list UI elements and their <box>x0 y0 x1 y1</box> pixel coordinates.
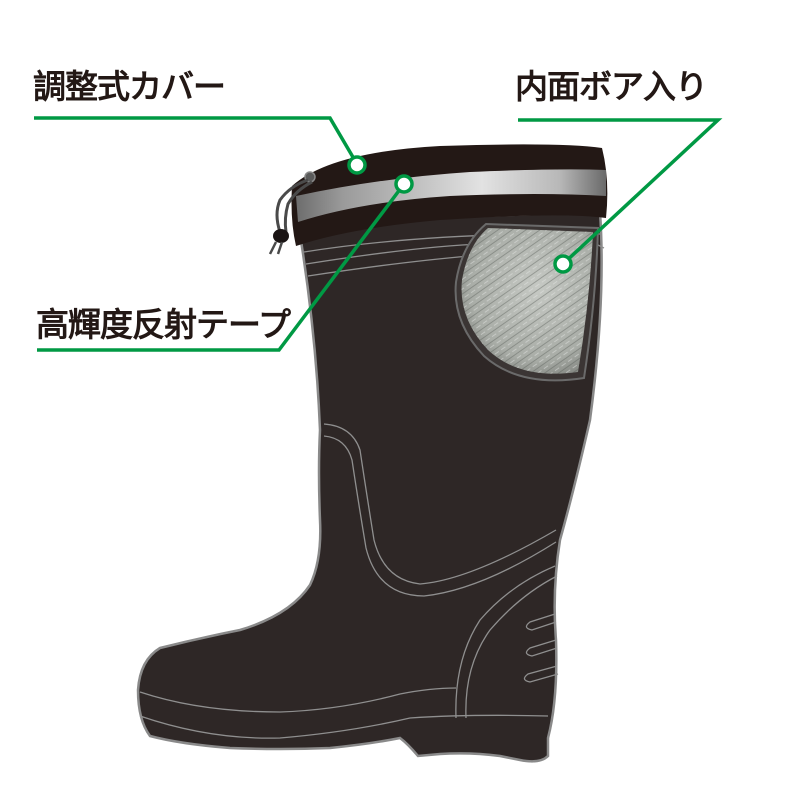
adjustable-cover <box>268 144 608 255</box>
callout-dot-cover <box>347 155 367 175</box>
callout-label-fleece-lining: 内面ボア入り <box>515 67 708 106</box>
reflective-tape <box>296 169 606 222</box>
cord-stopper <box>273 229 289 243</box>
callout-lines <box>34 116 723 352</box>
callout-label-reflective-tape: 高輝度反射テープ <box>36 305 291 344</box>
fleece-lining <box>454 222 600 382</box>
callout-line-tape <box>37 182 406 352</box>
callout-line-fleece <box>518 118 723 266</box>
callout-line-cover <box>34 116 359 165</box>
callout-label-adjustable-cover: 調整式カバー <box>33 67 226 106</box>
callout-dot-tape <box>394 174 414 194</box>
callout-dot-fleece <box>553 254 573 274</box>
